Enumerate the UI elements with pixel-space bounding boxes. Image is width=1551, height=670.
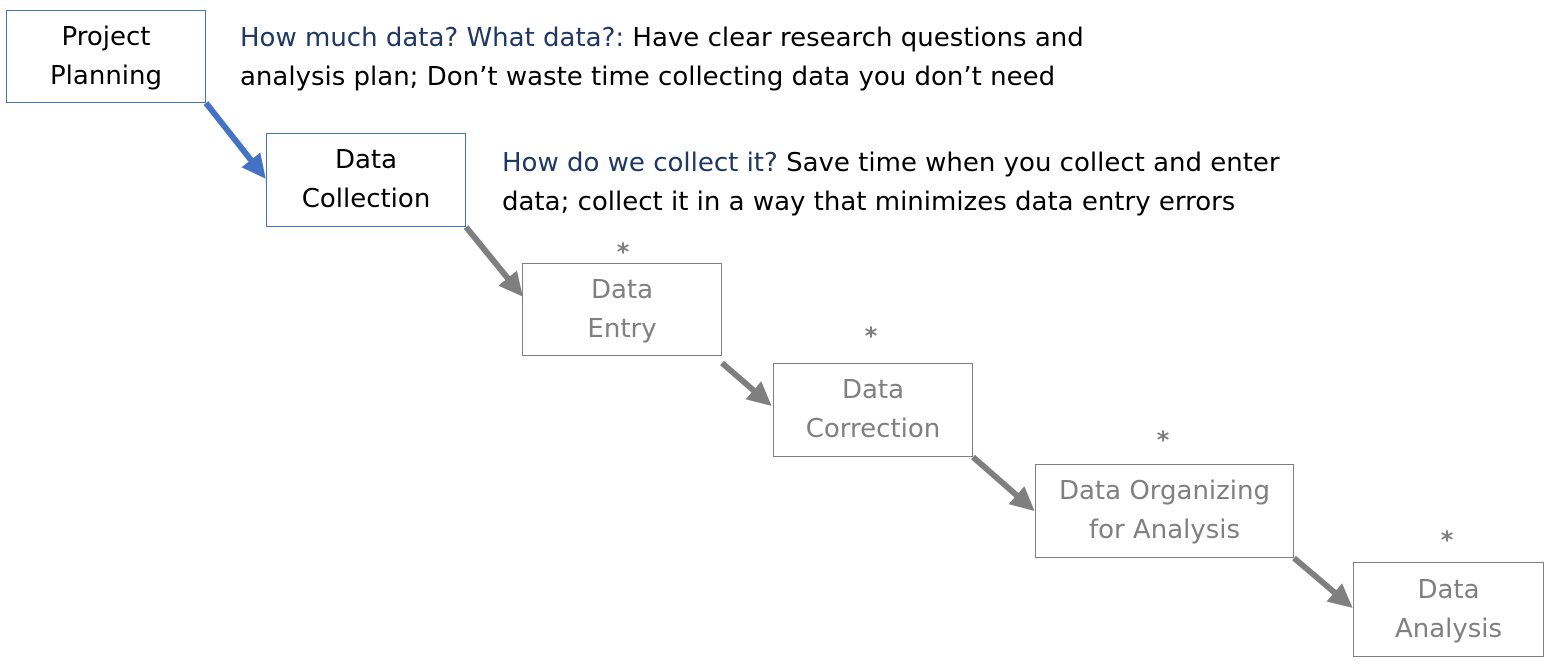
- step-label-line: Data Organizing: [1058, 476, 1271, 506]
- step-label-line: Data: [1417, 574, 1480, 605]
- step-label-line: for Analysis: [1088, 515, 1241, 545]
- step-label-line: Data: [334, 145, 398, 175]
- asterisk-marker-analysis: *: [1440, 526, 1454, 554]
- step-label-line: Collection: [301, 184, 431, 214]
- step-label-line: Correction: [805, 414, 941, 444]
- step-data-organizing: Data Organizing for Analysis: [1035, 464, 1294, 558]
- note-data-collection: How do we collect it? Save time when you…: [502, 144, 1280, 222]
- step-data-analysis: Data Analysis: [1353, 562, 1544, 657]
- asterisk-marker-correction: *: [864, 322, 878, 350]
- note-project-planning: How much data? What data?: Have clear re…: [240, 19, 1084, 97]
- arrow-entry-to-correction: [720, 360, 772, 406]
- note-answer: Have clear research questions and: [624, 23, 1084, 53]
- asterisk-marker-entry: *: [616, 238, 630, 266]
- note-answer: Save time when you collect and enter: [777, 148, 1280, 178]
- arrow-collection-to-entry: [463, 225, 523, 297]
- arrow-correction-to-organizing: [971, 454, 1035, 511]
- step-label-line: Project: [61, 21, 151, 52]
- step-label-line: Data: [590, 274, 654, 305]
- step-label-line: Analysis: [1394, 613, 1503, 644]
- note-line: data; collect it in a way that minimizes…: [502, 187, 1236, 217]
- step-label-line: Data: [841, 375, 905, 405]
- step-data-collection: Data Collection: [266, 133, 466, 227]
- note-line: analysis plan; Don’t waste time collecti…: [240, 62, 1056, 92]
- step-project-planning: Project Planning: [6, 10, 206, 103]
- arrow-organizing-to-analysis: [1292, 555, 1353, 608]
- step-data-correction: Data Correction: [773, 363, 973, 457]
- note-line: How much data? What data?: Have clear re…: [240, 19, 1084, 58]
- step-label-line: Entry: [587, 313, 657, 344]
- note-question: How do we collect it?: [502, 148, 778, 178]
- arrow-planning-to-collection: [203, 101, 266, 179]
- note-question: How much data? What data?:: [240, 23, 625, 53]
- step-data-entry: Data Entry: [522, 263, 722, 356]
- note-line: How do we collect it? Save time when you…: [502, 144, 1280, 183]
- asterisk-marker-organizing: *: [1156, 426, 1170, 454]
- step-label-line: Planning: [50, 60, 162, 91]
